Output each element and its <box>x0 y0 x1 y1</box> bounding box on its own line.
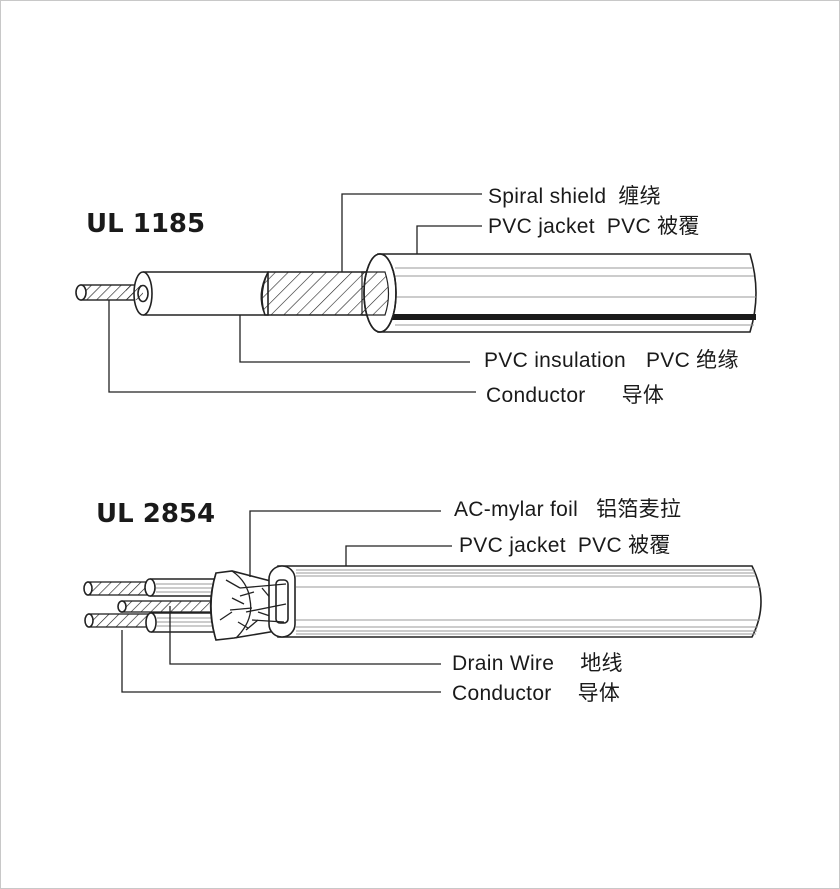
diagram-title: UL 2854 <box>96 499 215 529</box>
insulation-shape <box>126 271 269 316</box>
diagram-ul1185: UL 1185 <box>75 185 757 407</box>
diagram-title: UL 1185 <box>86 209 205 239</box>
pvc-jacket-shape <box>239 565 762 638</box>
leader-lines <box>108 193 482 393</box>
pvc-jacket-shape <box>361 253 757 333</box>
diagram-ul2854: UL 2854 <box>83 498 762 705</box>
leader-lines <box>121 510 452 693</box>
conductor-shapes <box>83 581 152 628</box>
jacket-stripe <box>392 314 756 320</box>
